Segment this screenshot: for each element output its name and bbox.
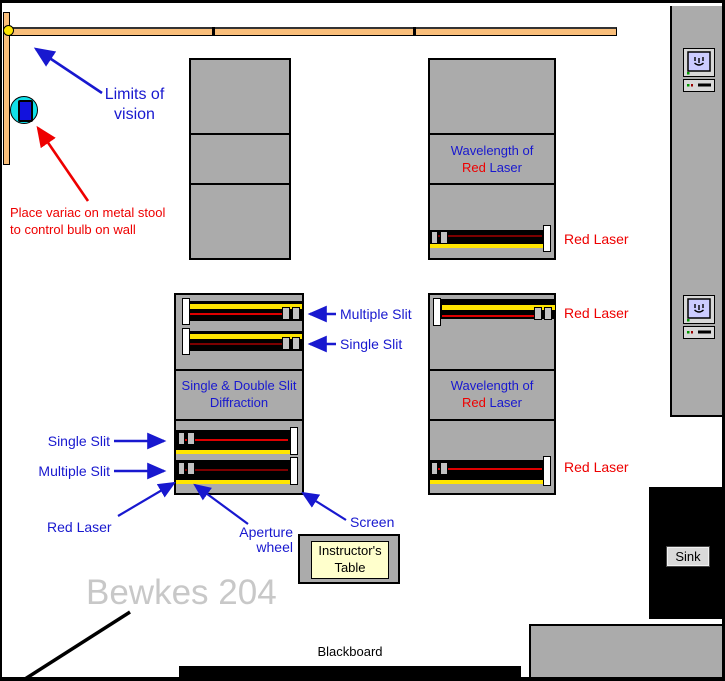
instructors-table-top: Instructor's Table [311, 541, 389, 579]
laser-beam [436, 235, 542, 237]
table-divider [175, 369, 303, 371]
track-rail [442, 305, 555, 310]
corner-dot [3, 25, 14, 36]
aperture-wheel [431, 462, 438, 475]
screen-arrow [301, 491, 347, 521]
aperture-wheel [544, 307, 552, 320]
aperture-wheel [178, 432, 185, 445]
laser-beam [184, 439, 288, 441]
blackboard-label: Blackboard [317, 644, 383, 659]
aperture-wheel-label: Aperture wheel [239, 524, 293, 555]
laser-beam [438, 468, 542, 470]
station-title: Wavelength of Red Laser [430, 377, 554, 411]
red-laser-pointer-label: Red Laser [47, 519, 112, 535]
track-rail [190, 304, 302, 309]
limits-of-vision-label: Limits of vision [104, 86, 165, 123]
red-laser-label: Red Laser [564, 305, 629, 321]
laser-beam [190, 343, 286, 345]
station-title-line1: Single & Double Slit [181, 378, 297, 393]
multiple-slit-label: Multiple Slit [38, 463, 110, 479]
red-laser-arrow [117, 481, 176, 517]
variac-arrow [36, 125, 90, 202]
station-title: Wavelength of Red Laser [430, 142, 554, 176]
table-divider [190, 133, 290, 135]
lab-table-empty [189, 58, 291, 260]
screen-card [290, 457, 298, 485]
track-rail [176, 480, 294, 484]
sink-counter: Sink [649, 487, 722, 619]
instructors-table: Instructor's Table [298, 534, 400, 584]
laser-beam [190, 313, 286, 315]
room-name: Bewkes 204 [86, 573, 277, 612]
blackboard [179, 666, 521, 677]
screen-card [290, 427, 298, 455]
aperture-wheel [440, 231, 448, 244]
table-divider [429, 133, 555, 135]
aperture-wheel [187, 462, 195, 475]
bulb-icon [10, 96, 38, 124]
laser-track [430, 460, 545, 480]
aperture-wheel [534, 307, 542, 320]
bottom-counter [529, 624, 722, 677]
table-divider [429, 369, 555, 371]
top-wall-bench [8, 27, 617, 36]
station-title-line2: Diffraction [209, 395, 269, 410]
track-rail [190, 334, 302, 339]
variac-note: Place variac on metal stool to control b… [10, 205, 166, 237]
aperture-wheel [282, 307, 290, 320]
track-rail [430, 244, 549, 248]
aperture-wheel [440, 462, 448, 475]
aperture-wheel [292, 307, 300, 320]
computer-icon [683, 295, 715, 339]
screen-label: Screen [350, 514, 395, 530]
laser-beam [184, 469, 288, 471]
table-divider [190, 183, 290, 185]
bulb-element [18, 100, 33, 122]
red-laser-label: Red Laser [564, 231, 629, 247]
laser-track [430, 230, 544, 244]
aperture-wheel [178, 462, 185, 475]
station-title-line2: Red Laser [461, 395, 522, 410]
table-divider [175, 419, 303, 421]
multiple-slit-label: Multiple Slit [340, 306, 412, 322]
screen-card [182, 298, 190, 325]
lab-table-wavelength-1: Wavelength of Red Laser [428, 58, 556, 260]
computer-icon [683, 48, 715, 92]
door-swing-line [24, 610, 131, 677]
single-slit-label: Single Slit [47, 433, 110, 449]
station-title-line1: Wavelength of [450, 143, 534, 158]
left-wall-bench [3, 12, 10, 165]
red-laser-label: Red Laser [564, 459, 629, 475]
single-slit-label: Single Slit [340, 336, 403, 352]
laser-beam [442, 315, 538, 317]
aperture-wheel [431, 231, 438, 244]
station-title: Single & Double Slit Diffraction [176, 377, 302, 411]
wall-bench-divider [212, 27, 215, 36]
screen-card [433, 298, 441, 326]
track-rail [176, 450, 294, 454]
aperture-wheel [187, 432, 195, 445]
screen-card [543, 225, 551, 252]
station-title-line2: Red Laser [461, 160, 522, 175]
aperture-wheel [282, 337, 290, 350]
screen-card [182, 328, 190, 355]
screen-card [543, 456, 551, 486]
sink-label: Sink [666, 546, 710, 567]
table-divider [429, 183, 555, 185]
table-divider [429, 419, 555, 421]
aperture-wheel [292, 337, 300, 350]
wall-bench-divider [413, 27, 416, 36]
station-title-line1: Wavelength of [450, 378, 534, 393]
track-rail [430, 480, 549, 484]
